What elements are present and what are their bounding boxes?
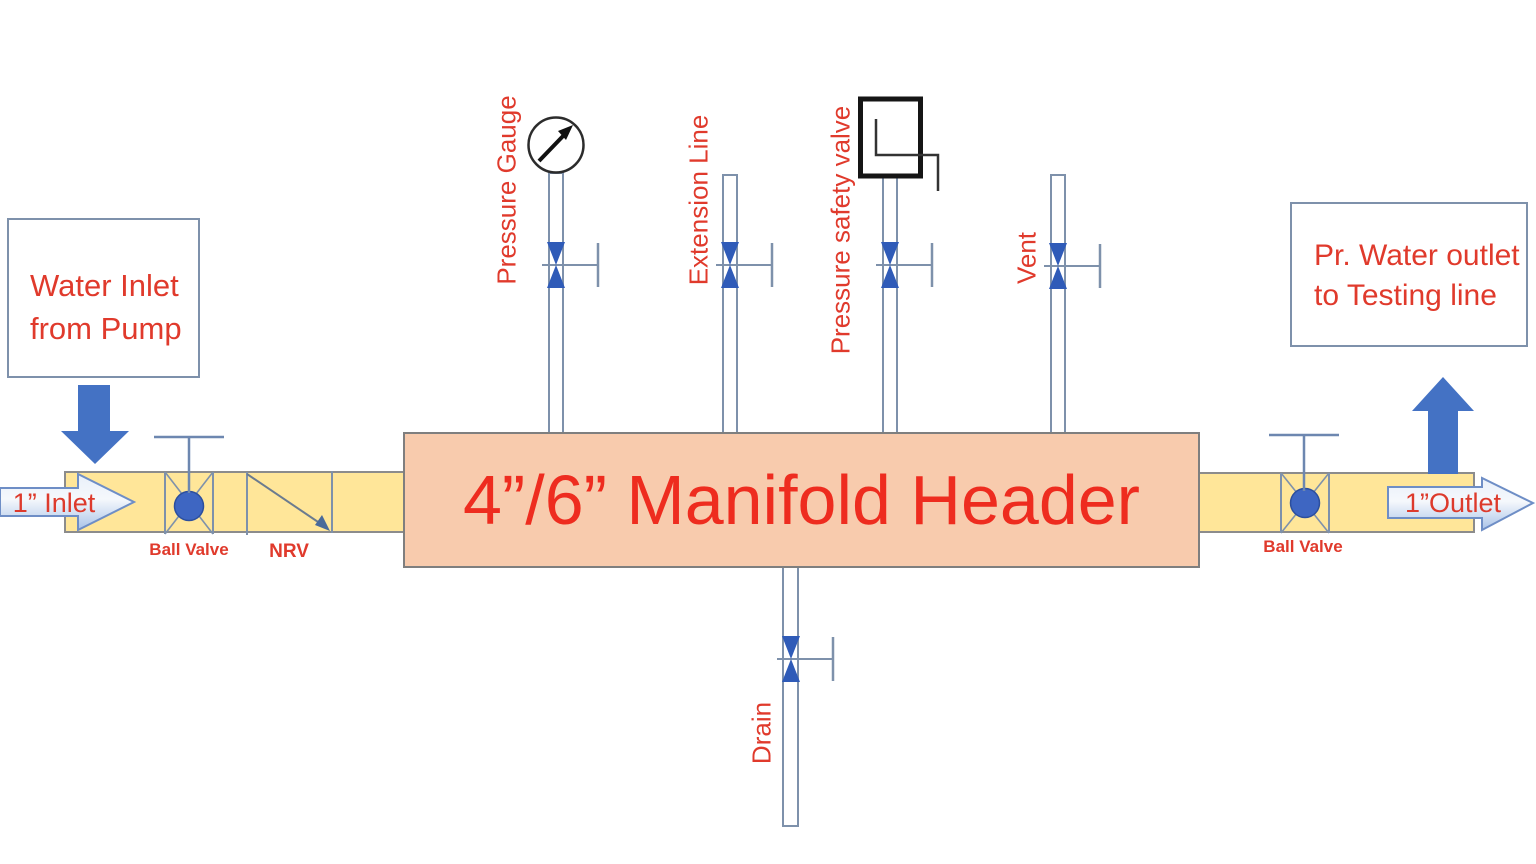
extension-line-valve-icon <box>716 242 774 288</box>
extension-line-label: Extension Line <box>683 114 714 286</box>
safety-valve-riser-pipe <box>882 173 898 434</box>
drain-valve-icon <box>777 636 835 682</box>
water-inlet-line1: Water Inlet <box>30 268 179 303</box>
safety-valve-isolation-valve-icon <box>876 242 934 288</box>
manifold-header: 4”/6” Manifold Header <box>403 432 1200 568</box>
drain-pipe <box>782 566 799 827</box>
extension-line-riser-pipe <box>722 174 738 434</box>
ball-valve-left-icon <box>164 471 214 535</box>
pressure-gauge-label: Pressure Gauge <box>491 95 522 285</box>
water-outlet-line1: Pr. Water outlet <box>1314 239 1520 272</box>
up-arrow-icon <box>1412 377 1474 474</box>
pressure-gauge-valve-icon <box>542 242 600 288</box>
drain-label: Drain <box>746 701 777 765</box>
vent-label: Vent <box>1011 231 1042 285</box>
water-inlet-note-box: Water Inlet from Pump <box>7 218 200 378</box>
vent-valve-icon <box>1044 243 1102 289</box>
nrv-label: NRV <box>269 541 309 562</box>
outlet-arrow-label: 1”Outlet <box>1404 488 1502 518</box>
pressure-safety-valve-label: Pressure safety valve <box>825 105 856 355</box>
water-inlet-line2: from Pump <box>30 311 182 346</box>
ball-valve-right-handle-icon <box>1269 433 1339 491</box>
down-arrow-icon <box>61 385 129 464</box>
nrv-icon <box>246 471 333 535</box>
outlet-arrow-icon <box>1387 476 1536 532</box>
inlet-arrow-label: 1” Inlet <box>12 488 96 518</box>
inlet-arrow-icon <box>0 472 137 532</box>
water-outlet-note-box: Pr. Water outlet to Testing line <box>1290 202 1528 347</box>
ball-valve-left-label: Ball Valve <box>149 540 229 559</box>
pressure-gauge-icon <box>527 116 585 174</box>
pressure-gauge-riser-pipe <box>548 172 564 434</box>
ball-valve-left-handle-icon <box>154 435 224 493</box>
ball-valve-right-label: Ball Valve <box>1263 537 1343 556</box>
manifold-title: 4”/6” Manifold Header <box>463 461 1140 539</box>
water-outlet-line2: to Testing line <box>1314 279 1497 312</box>
vent-riser-pipe <box>1050 174 1066 434</box>
pressure-safety-valve-icon <box>858 96 940 191</box>
